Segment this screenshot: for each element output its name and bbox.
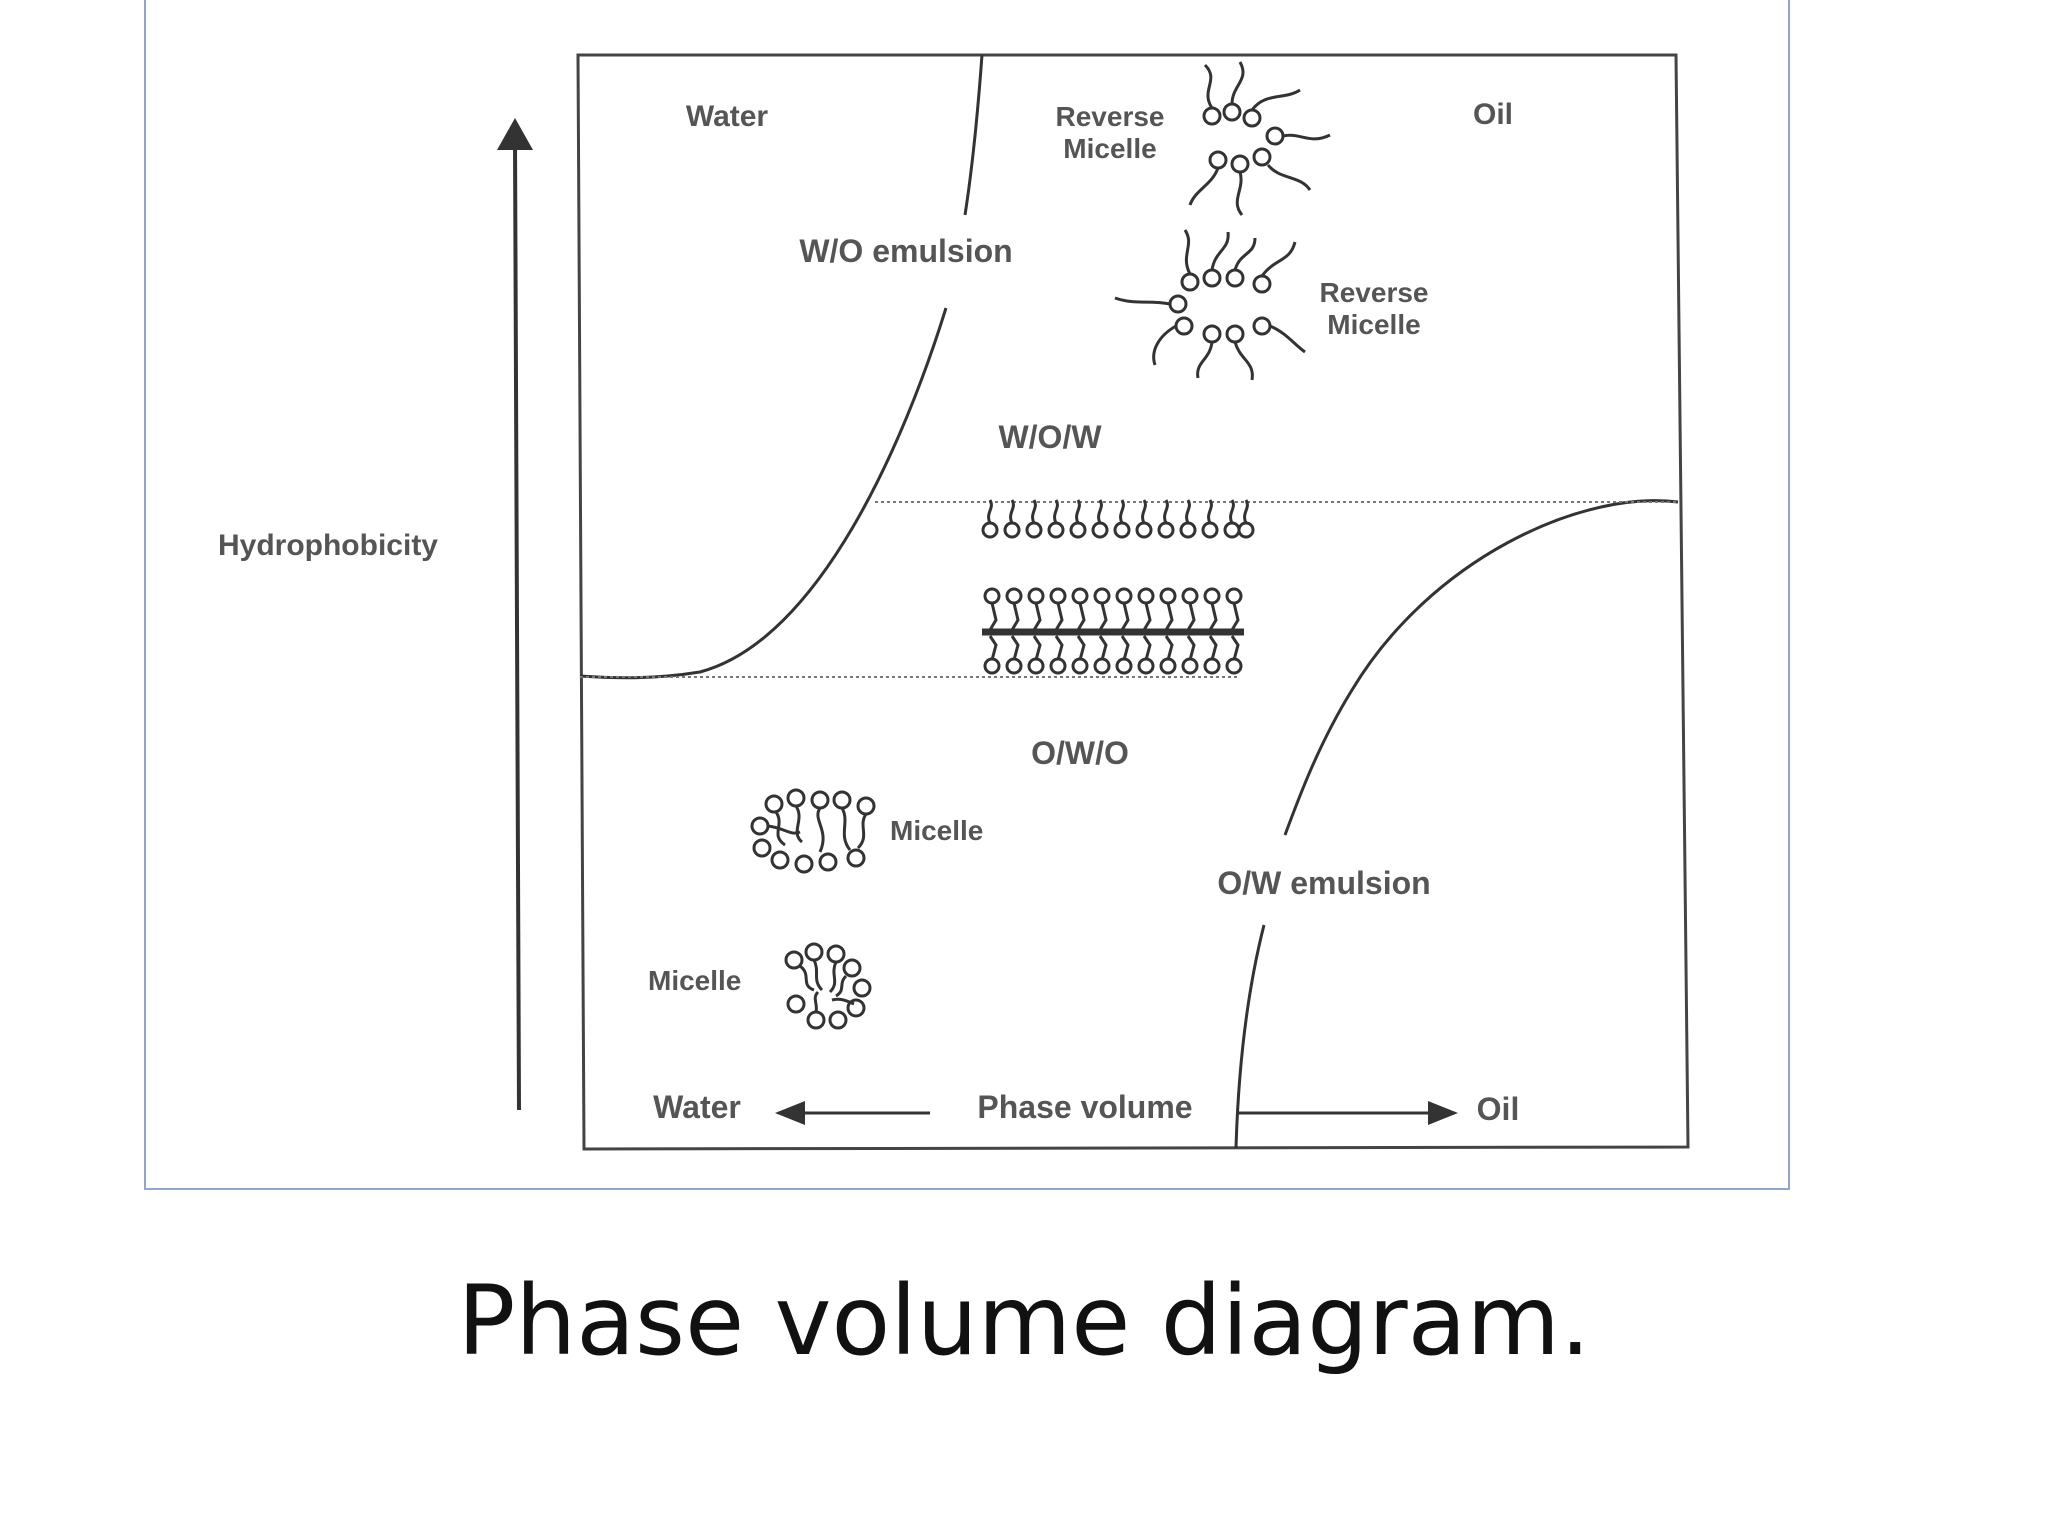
reverse-micelle-1-label-line2: Micelle — [1063, 133, 1156, 164]
owo-label: O/W/O — [1031, 735, 1129, 771]
diagram-border — [576, 53, 1690, 1151]
water-top-label: Water — [686, 100, 769, 133]
reverse-micelle-2-icon — [1114, 229, 1306, 381]
reverse-micelle-1-icon — [1188, 61, 1331, 216]
reverse-micelle-1-label-line1: Reverse — [1056, 101, 1165, 132]
water-oil-boundary-line — [963, 54, 984, 216]
oil-bottom-label: Oil — [1477, 1091, 1520, 1127]
wo-emulsion-boundary-curve — [579, 307, 948, 680]
micelle-2-icon — [784, 942, 872, 1030]
oil-top-label: Oil — [1473, 98, 1513, 131]
bilayer-icon — [982, 587, 1244, 675]
ow-emulsion-label: O/W emulsion — [1217, 865, 1430, 901]
caption: Phase volume diagram. — [457, 1265, 1591, 1377]
hydrophobicity-axis-arrow — [513, 139, 521, 1111]
water-bottom-label: Water — [653, 1089, 741, 1125]
ow-emulsion-boundary-curve — [1283, 499, 1679, 836]
reverse-micelle-2-label-line1: Reverse — [1320, 277, 1429, 308]
micelle-2-label: Micelle — [648, 965, 741, 996]
ow-emulsion-boundary-lower — [1234, 924, 1266, 1149]
wow-label: W/O/W — [998, 419, 1102, 455]
reverse-micelle-2-label-line2: Micelle — [1327, 309, 1420, 340]
micelle-1-icon — [750, 788, 876, 874]
phase-volume-label: Phase volume — [977, 1089, 1192, 1125]
wo-emulsion-label: W/O emulsion — [799, 233, 1012, 269]
hydrophobicity-arrowhead-icon — [497, 118, 533, 150]
hydrophobicity-label: Hydrophobicity — [218, 529, 438, 562]
micelle-1-label: Micelle — [890, 815, 983, 846]
monolayer-upper-icon — [981, 499, 1255, 539]
